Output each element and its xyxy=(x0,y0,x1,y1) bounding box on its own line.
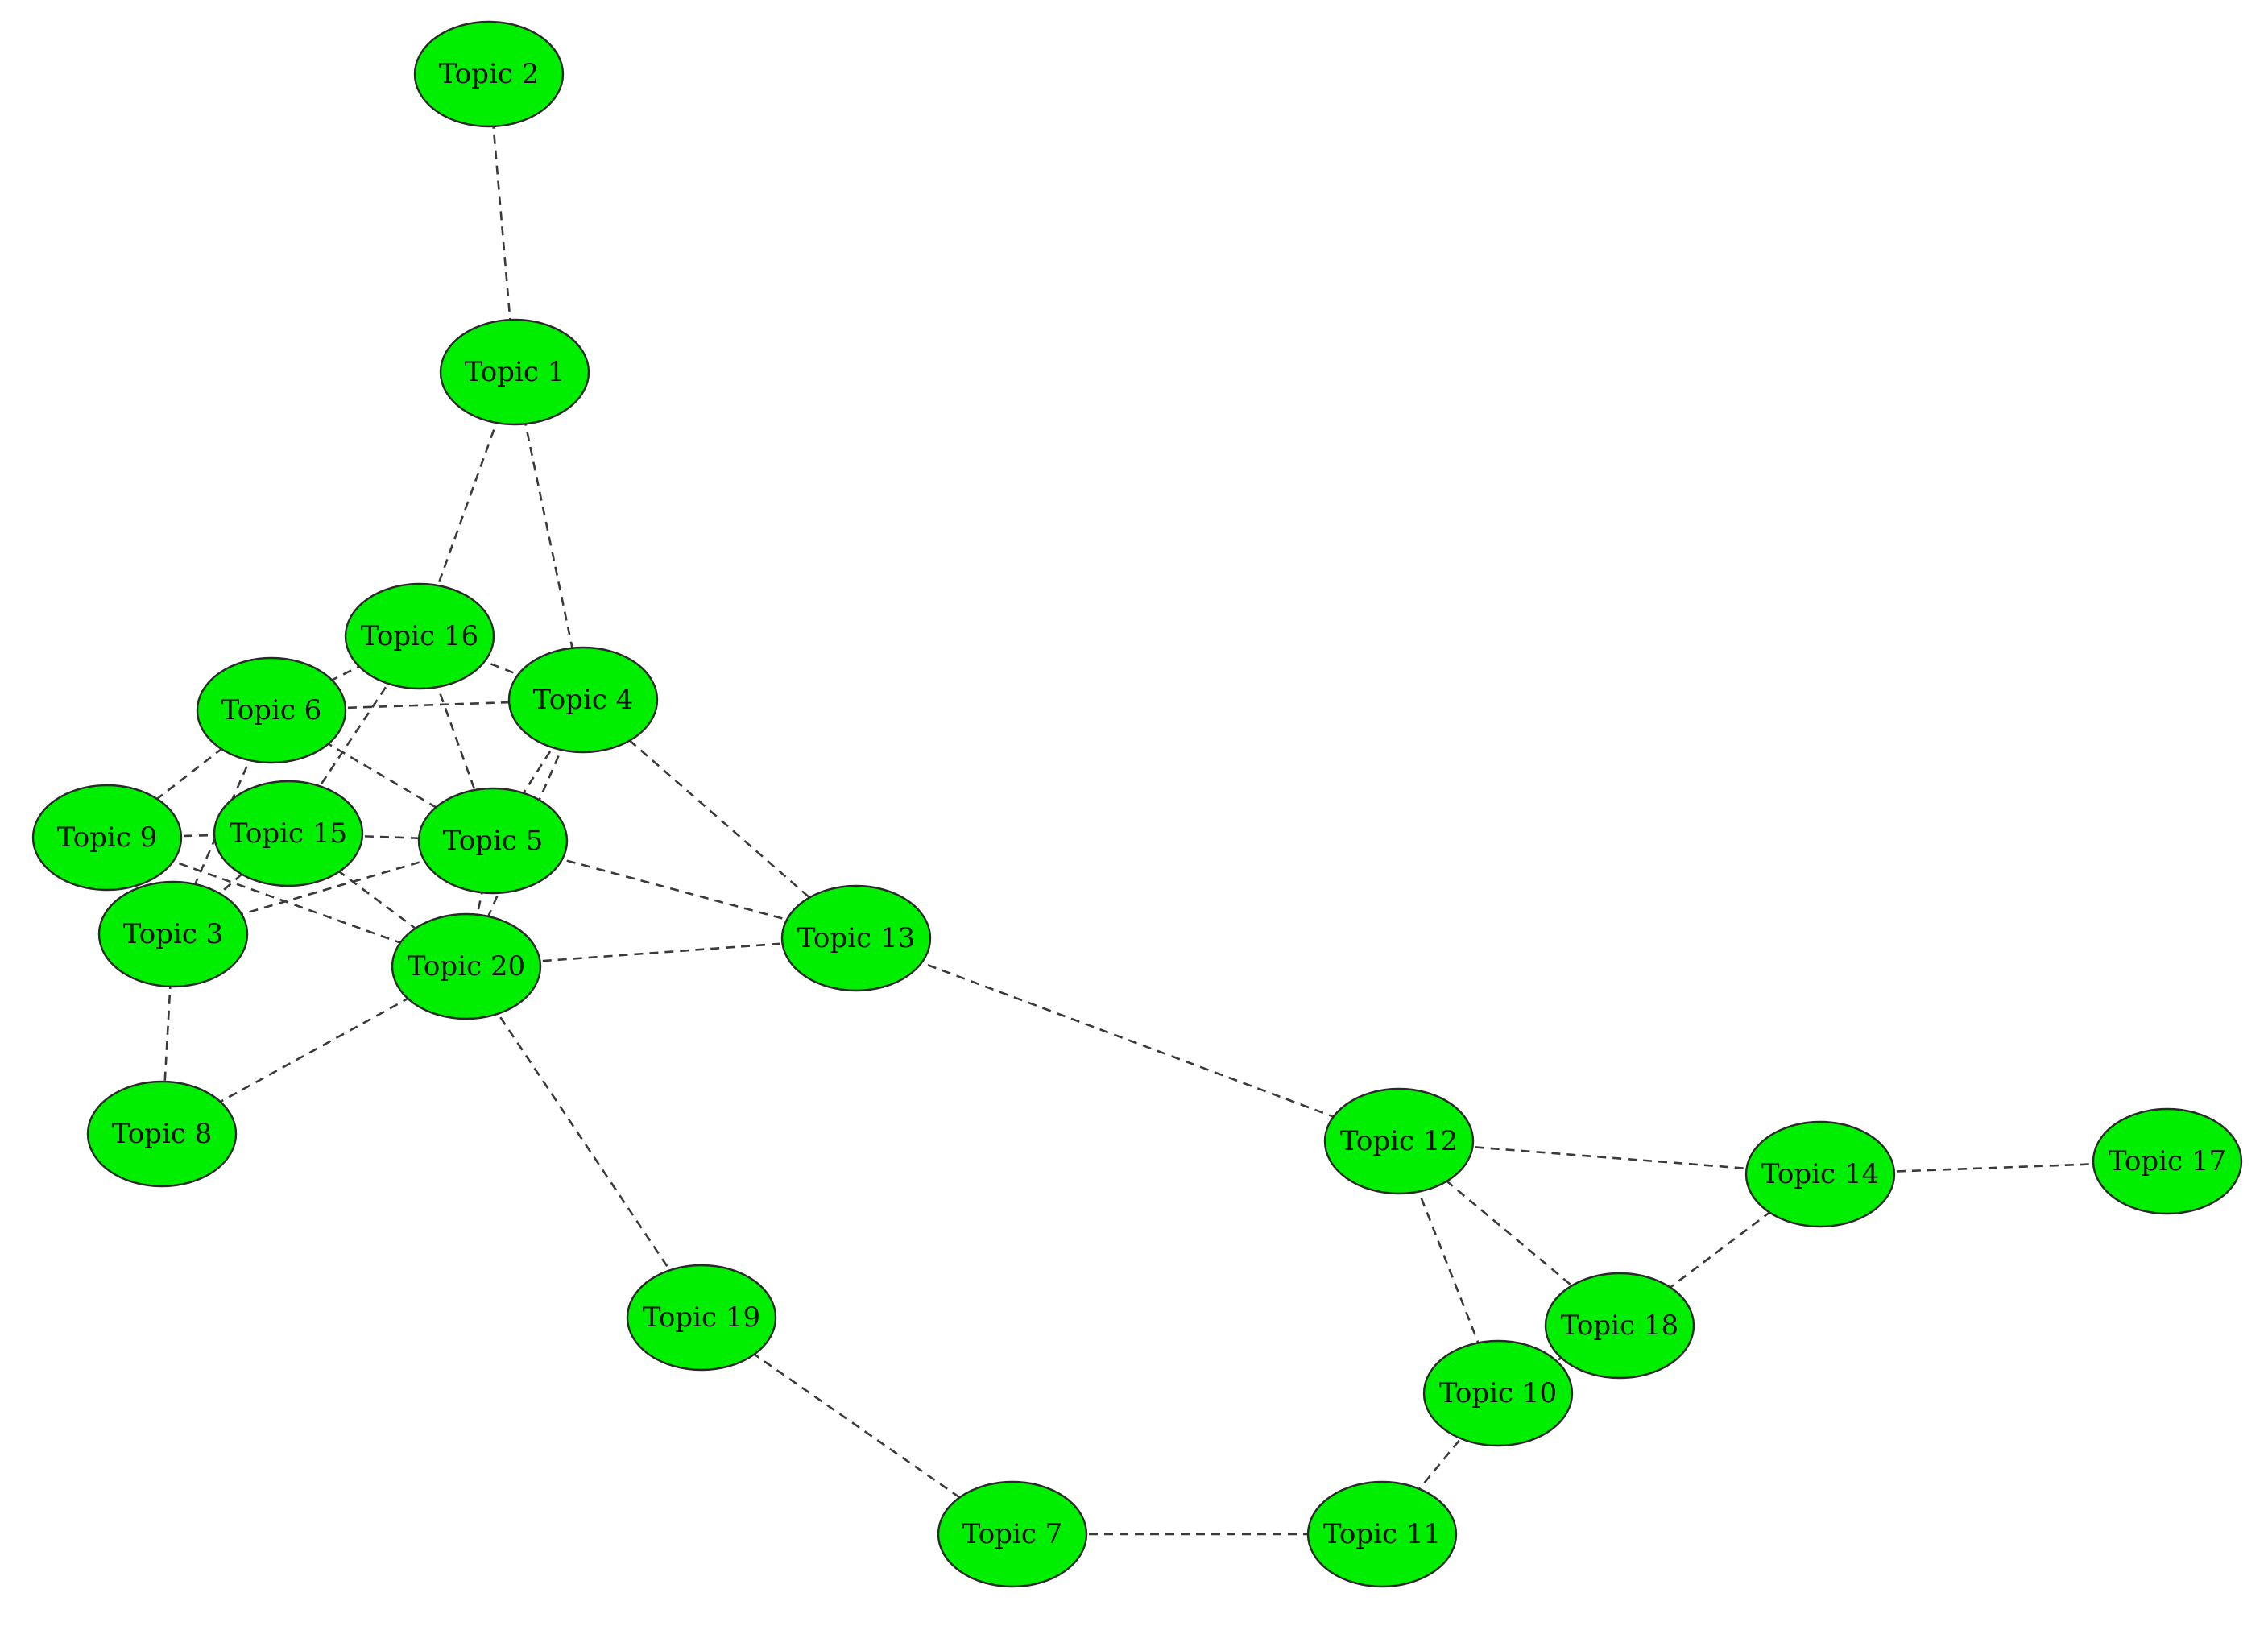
node-label: Topic 16 xyxy=(361,620,478,652)
node-t20[interactable]: Topic 20 xyxy=(391,912,542,1020)
node-label: Topic 5 xyxy=(443,825,544,857)
node-t10[interactable]: Topic 10 xyxy=(1422,1339,1574,1447)
node-t8[interactable]: Topic 8 xyxy=(86,1080,238,1188)
node-t18[interactable]: Topic 18 xyxy=(1544,1272,1695,1380)
edge-t14-t17 xyxy=(1819,1160,2168,1176)
node-label: Topic 7 xyxy=(962,1518,1063,1550)
node-label: Topic 19 xyxy=(643,1301,760,1334)
node-t2[interactable]: Topic 2 xyxy=(413,20,565,128)
node-label: Topic 9 xyxy=(57,821,158,854)
node-ellipse xyxy=(391,912,542,1020)
node-label: Topic 2 xyxy=(439,58,540,90)
node-t9[interactable]: Topic 9 xyxy=(31,784,183,892)
node-label: Topic 13 xyxy=(797,922,915,954)
node-layer: Topic 1 Topic 2 Topic 3 Topic 4 Topic 5 Topic… xyxy=(31,20,2243,1588)
node-label: Topic 12 xyxy=(1340,1125,1458,1157)
node-label: Topic 14 xyxy=(1761,1158,1879,1190)
node-label: Topic 10 xyxy=(1439,1377,1557,1409)
node-ellipse xyxy=(626,1264,777,1372)
node-t19[interactable]: Topic 19 xyxy=(626,1264,777,1372)
node-ellipse xyxy=(1306,1480,1458,1588)
node-t17[interactable]: Topic 17 xyxy=(2092,1107,2243,1215)
node-label: Topic 1 xyxy=(465,356,565,388)
node-label: Topic 8 xyxy=(112,1118,213,1150)
edge-t14-t18 xyxy=(1619,1173,1821,1327)
edge-t8-t20 xyxy=(161,965,467,1136)
node-ellipse xyxy=(780,884,932,992)
node-t16[interactable]: Topic 16 xyxy=(344,582,495,690)
node-ellipse xyxy=(2092,1107,2243,1215)
node-t7[interactable]: Topic 7 xyxy=(937,1480,1088,1588)
node-t3[interactable]: Topic 3 xyxy=(97,880,249,988)
edge-t1-t4 xyxy=(513,371,585,701)
node-ellipse xyxy=(213,780,364,887)
node-t14[interactable]: Topic 14 xyxy=(1744,1120,1896,1228)
node-t15[interactable]: Topic 15 xyxy=(213,780,364,887)
node-t6[interactable]: Topic 6 xyxy=(196,656,347,764)
node-label: Topic 18 xyxy=(1561,1309,1678,1342)
node-ellipse xyxy=(1544,1272,1695,1380)
edge-t20-t19 xyxy=(465,966,703,1318)
node-ellipse xyxy=(417,787,569,895)
node-ellipse xyxy=(31,784,183,892)
node-ellipse xyxy=(196,656,347,764)
node-label: Topic 20 xyxy=(408,950,525,983)
node-label: Topic 3 xyxy=(123,918,224,950)
node-t13[interactable]: Topic 13 xyxy=(780,884,932,992)
node-label: Topic 17 xyxy=(2109,1145,2226,1177)
node-ellipse xyxy=(507,646,659,754)
node-ellipse xyxy=(413,20,565,128)
node-t12[interactable]: Topic 12 xyxy=(1323,1087,1475,1195)
node-label: Topic 6 xyxy=(221,694,322,726)
node-t11[interactable]: Topic 11 xyxy=(1306,1480,1458,1588)
edge-layer xyxy=(106,73,2168,1536)
node-label: Topic 11 xyxy=(1323,1518,1441,1550)
node-ellipse xyxy=(1744,1120,1896,1228)
node-t1[interactable]: Topic 1 xyxy=(439,318,590,426)
node-t4[interactable]: Topic 4 xyxy=(507,646,659,754)
node-ellipse xyxy=(86,1080,238,1188)
edge-t6-t5 xyxy=(271,709,494,842)
node-t5[interactable]: Topic 5 xyxy=(417,787,569,895)
edge-t13-t12 xyxy=(855,937,1400,1143)
node-label: Topic 4 xyxy=(533,684,634,716)
node-ellipse xyxy=(1323,1087,1475,1195)
node-ellipse xyxy=(937,1480,1088,1588)
node-ellipse xyxy=(97,880,249,988)
node-ellipse xyxy=(344,582,495,690)
node-label: Topic 15 xyxy=(230,817,347,850)
node-ellipse xyxy=(439,318,590,426)
node-ellipse xyxy=(1422,1339,1574,1447)
